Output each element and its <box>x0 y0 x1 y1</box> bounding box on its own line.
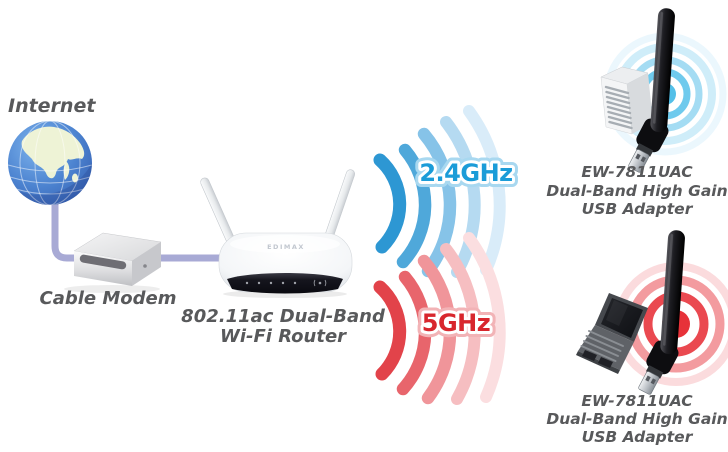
band-5ghz-label: 5GHz 5GHz <box>416 303 497 343</box>
router-brand: EDIMAX <box>267 243 305 251</box>
band-2-4ghz-text: 2.4GHz <box>419 159 512 187</box>
internet-globe-icon <box>8 121 92 205</box>
wifi-waves-2-4ghz-icon <box>373 105 506 278</box>
band-2-4ghz-label: 2.4GHz 2.4GHz <box>413 153 519 193</box>
adapter-top-label-line1: EW-7811UAC <box>581 163 693 181</box>
adapter-bottom-label-line1: EW-7811UAC <box>581 392 693 410</box>
router-front-panel <box>227 273 343 294</box>
cable-modem-icon <box>64 232 162 293</box>
cable-modem-label: Cable Modem <box>39 288 176 309</box>
ethernet-cable <box>51 198 250 262</box>
router-icon: EDIMAX <box>200 169 356 298</box>
adapter-bottom-label-line2: Dual-Band High Gain <box>546 410 727 428</box>
wifi-waves-5ghz-icon <box>373 232 506 405</box>
band-2-4ghz-halo: 2.4GHz <box>419 159 512 187</box>
router-label-line1: 802.11ac Dual-Band <box>181 306 386 327</box>
band-5ghz-text: 5GHz <box>422 309 490 337</box>
internet-label: Internet <box>8 95 96 117</box>
router-label-line2: Wi-Fi Router <box>220 326 347 347</box>
adapter-bottom-label-line3: USB Adapter <box>582 428 694 446</box>
adapter-top-label-line3: USB Adapter <box>582 200 694 218</box>
adapter-top-label-line2: Dual-Band High Gain <box>546 182 727 200</box>
band-5ghz-halo: 5GHz <box>422 309 490 337</box>
desktop-pc-icon <box>600 66 653 135</box>
laptop-icon <box>576 293 648 374</box>
